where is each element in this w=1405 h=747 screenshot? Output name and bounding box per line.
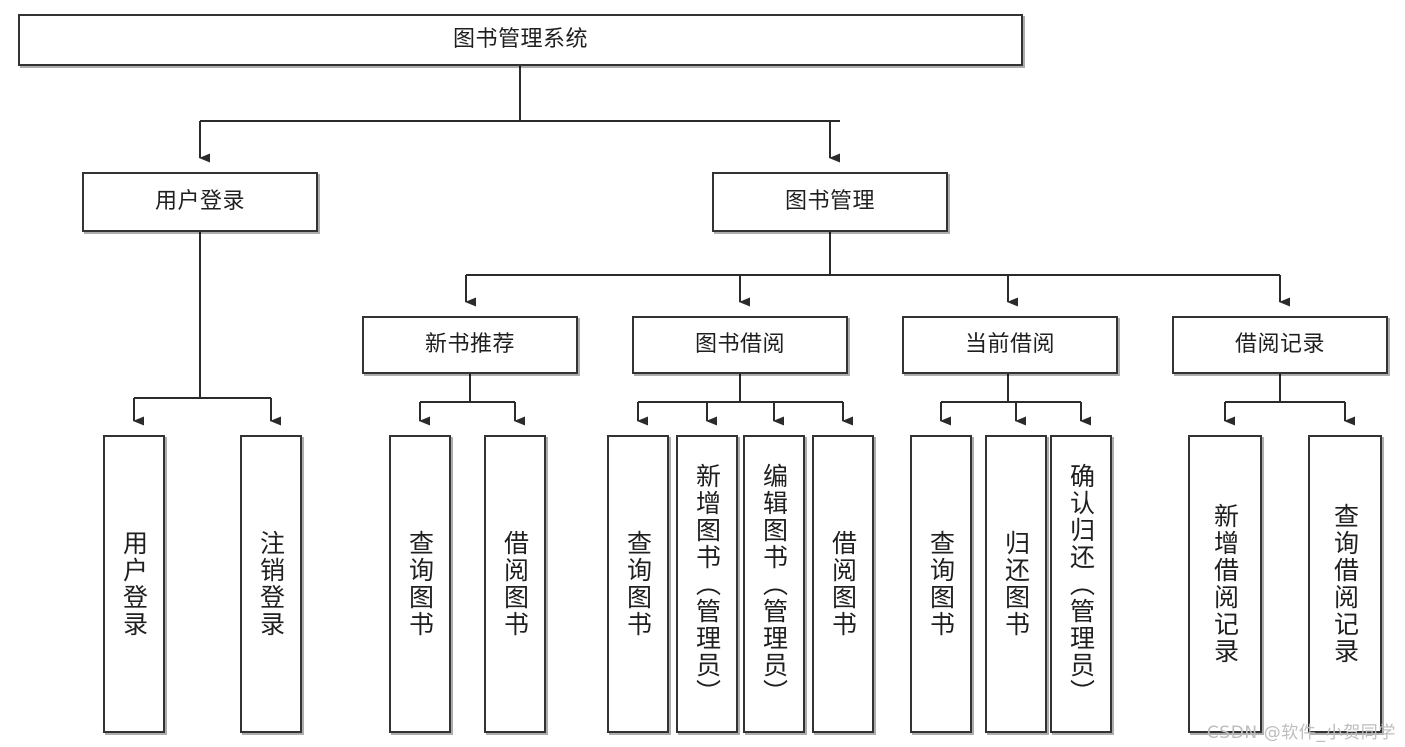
node-label: 编辑图书（管理员） [759, 462, 789, 706]
node-label: 新书推荐 [424, 332, 515, 358]
node-label: 图书管理 [784, 189, 875, 215]
node-label: 查询图书 [926, 530, 956, 638]
leaf-query-book-newbook[interactable]: 查询图书 [389, 435, 451, 733]
leaf-logout[interactable]: 注销登录 [240, 435, 302, 733]
leaf-user-login[interactable]: 用户登录 [103, 435, 165, 733]
node-label: 借阅图书 [500, 530, 530, 638]
node-label: 用户登录 [119, 530, 149, 638]
leaf-add-borrow-record[interactable]: 新增借阅记录 [1188, 435, 1262, 733]
leaf-borrow-book-newbook[interactable]: 借阅图书 [484, 435, 546, 733]
node-label: 借阅图书 [828, 530, 858, 638]
node-borrow-record[interactable]: 借阅记录 [1172, 316, 1388, 374]
leaf-return-book[interactable]: 归还图书 [985, 435, 1047, 733]
leaf-add-book-admin[interactable]: 新增图书（管理员） [676, 435, 738, 733]
leaf-edit-book-admin[interactable]: 编辑图书（管理员） [743, 435, 805, 733]
leaf-borrow-book[interactable]: 借阅图书 [812, 435, 874, 733]
watermark-credit: CSDN @软件_小贺同学 [1206, 723, 1396, 743]
leaf-query-book-borrow[interactable]: 查询图书 [607, 435, 669, 733]
node-label: 图书管理系统 [452, 27, 588, 53]
node-label: 借阅记录 [1234, 332, 1325, 358]
node-label: 注销登录 [256, 530, 286, 638]
leaf-query-book-current[interactable]: 查询图书 [910, 435, 972, 733]
node-label: 查询图书 [405, 530, 435, 638]
node-new-book-recommend[interactable]: 新书推荐 [362, 316, 578, 374]
node-label: 新增图书（管理员） [692, 462, 722, 706]
node-label: 查询图书 [623, 530, 653, 638]
node-current-borrow[interactable]: 当前借阅 [902, 316, 1118, 374]
node-label: 查询借阅记录 [1330, 503, 1360, 665]
leaf-confirm-return-admin[interactable]: 确认归还（管理员） [1050, 435, 1112, 733]
node-label: 新增借阅记录 [1210, 503, 1240, 665]
node-root-system[interactable]: 图书管理系统 [18, 14, 1023, 66]
node-label: 图书借阅 [694, 332, 785, 358]
leaf-query-borrow-record[interactable]: 查询借阅记录 [1308, 435, 1382, 733]
node-user-login[interactable]: 用户登录 [82, 172, 318, 232]
node-label: 当前借阅 [964, 332, 1055, 358]
node-label: 用户登录 [154, 189, 245, 215]
node-book-borrow[interactable]: 图书借阅 [632, 316, 848, 374]
node-label: 确认归还（管理员） [1066, 462, 1096, 706]
node-book-management[interactable]: 图书管理 [712, 172, 948, 232]
node-label: 归还图书 [1001, 530, 1031, 638]
